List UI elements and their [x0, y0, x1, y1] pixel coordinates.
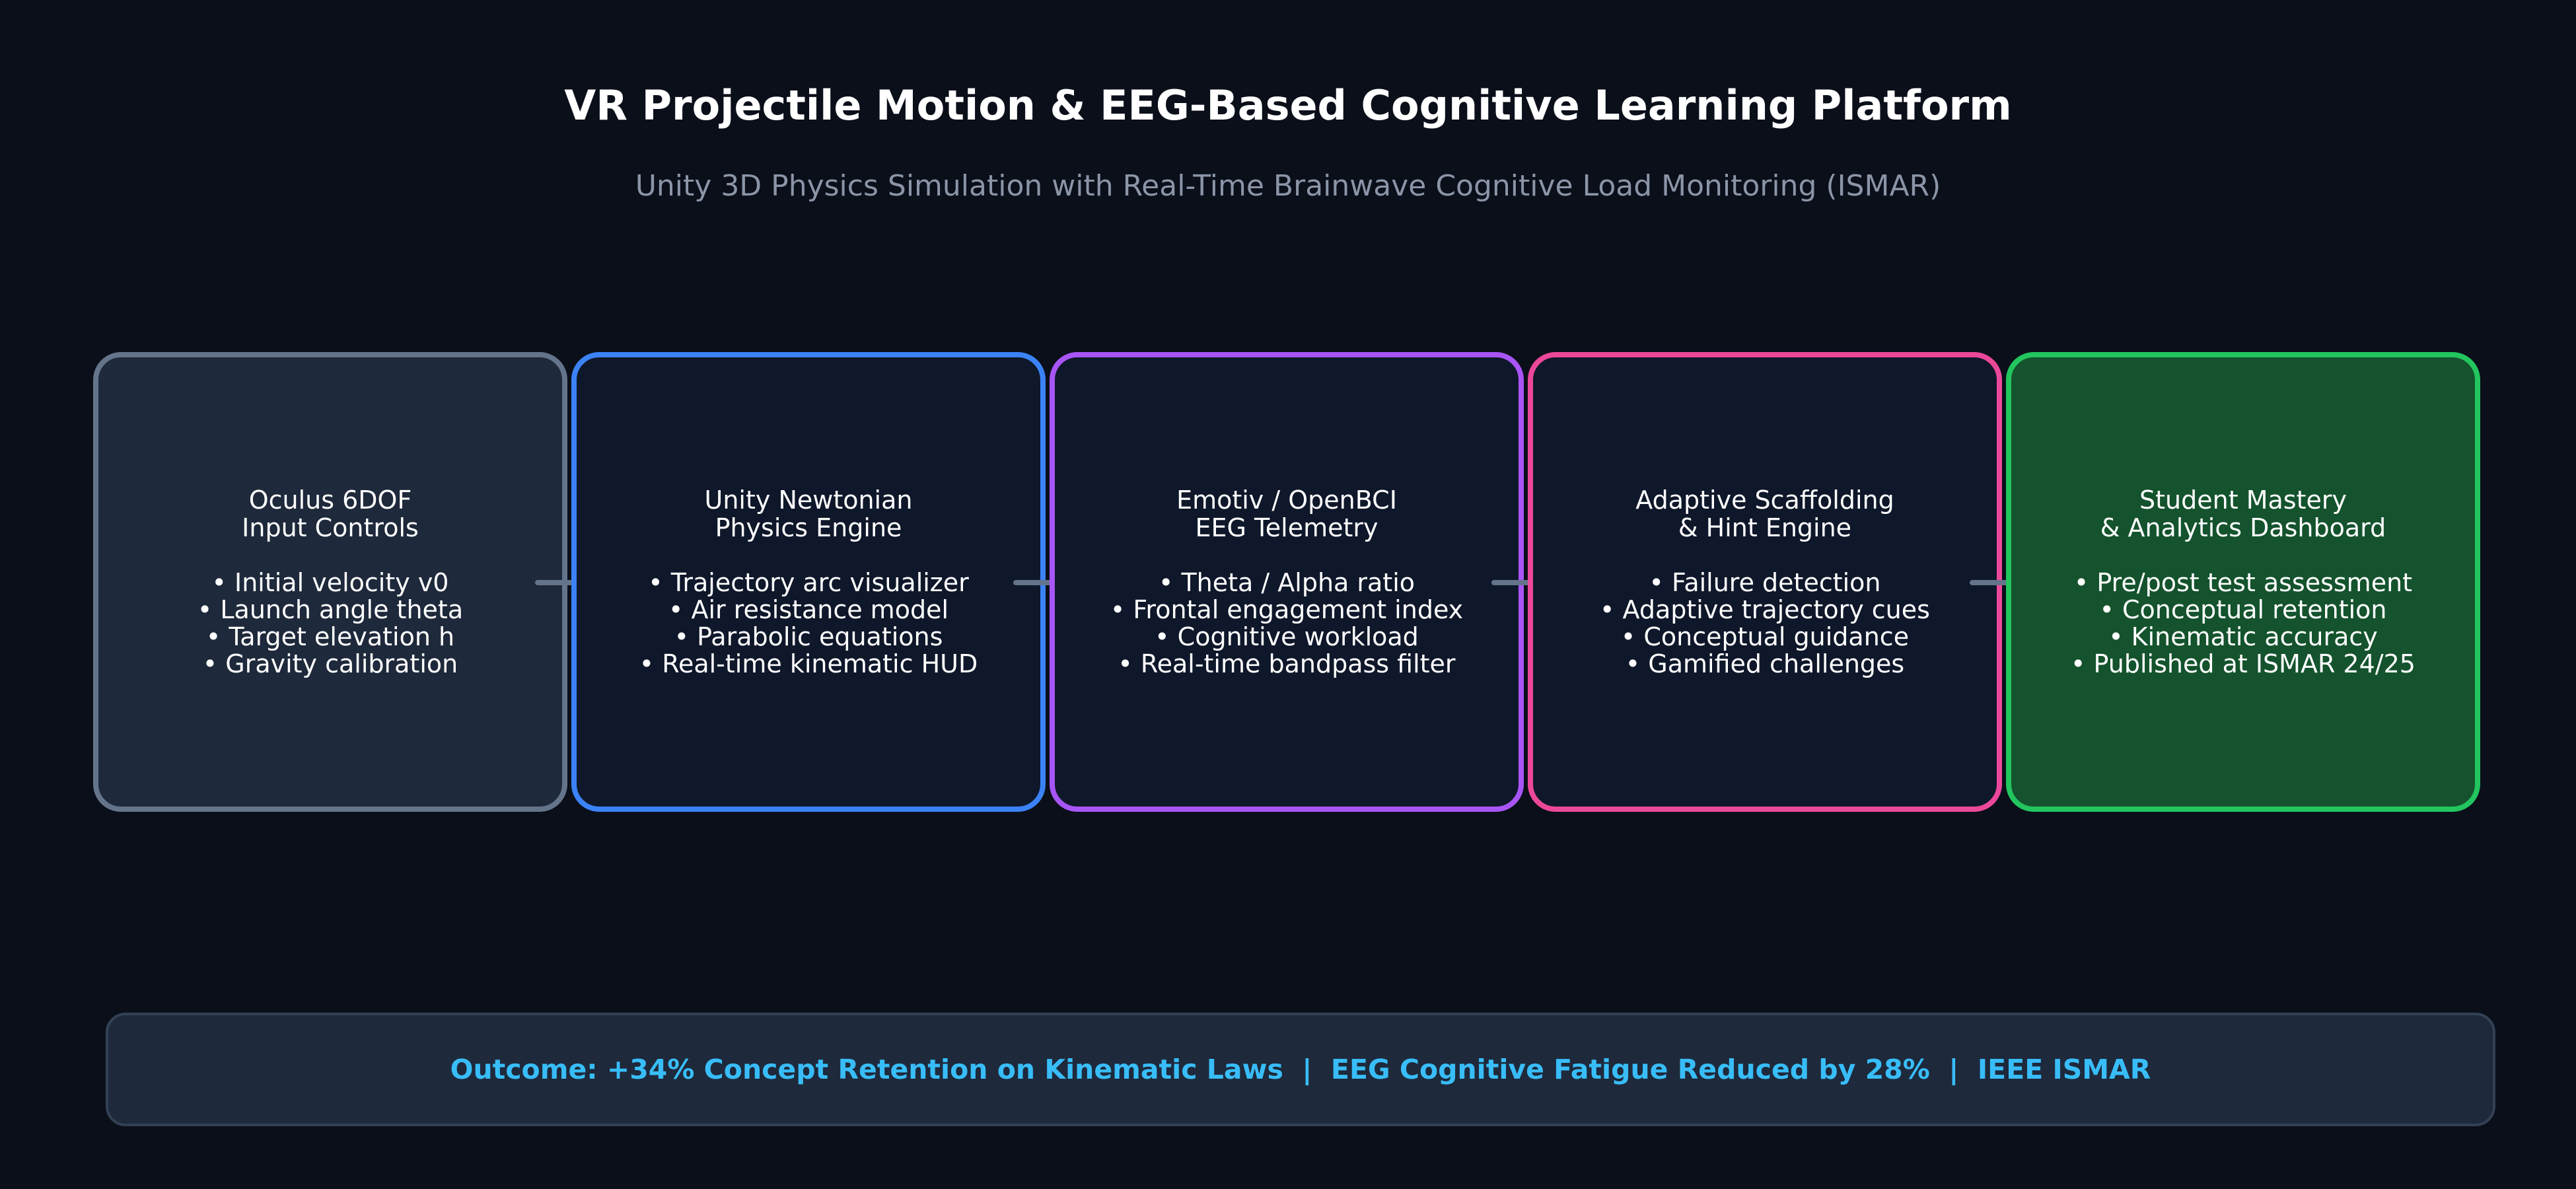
stage-heading-line2: EEG Telemetry	[1195, 513, 1378, 542]
stage-adaptive-scaffolding: Adaptive Scaffolding & Hint Engine • Fai…	[1528, 352, 2002, 812]
page-title: VR Projectile Motion & EEG-Based Cogniti…	[564, 81, 2012, 129]
stage-bullet: • Kinematic accuracy	[2108, 622, 2378, 651]
stage-bullet-list: • Initial velocity v0 • Launch angle the…	[197, 569, 463, 678]
stage-bullet: • Initial velocity v0	[211, 568, 449, 597]
stage-bullet: • Gravity calibration	[202, 649, 458, 678]
stage-bullet: • Launch angle theta	[197, 595, 464, 624]
stage-bullet: • Conceptual retention	[2099, 595, 2387, 624]
stage-bullet-list: • Failure detection • Adaptive trajector…	[1600, 569, 1930, 678]
stage-bullet: • Parabolic equations	[674, 622, 943, 651]
stage-heading-line2: Input Controls	[242, 513, 419, 542]
stage-analytics-dashboard: Student Mastery & Analytics Dashboard • …	[2006, 352, 2480, 812]
stage-bullet: • Cognitive workload	[1155, 622, 1419, 651]
stage-heading-line2: & Hint Engine	[1678, 513, 1852, 542]
stage-bullet: • Frontal engagement index	[1110, 595, 1464, 624]
outcome-text: Outcome: +34% Concept Retention on Kinem…	[450, 1054, 2151, 1085]
stage-bullet: • Adaptive trajectory cues	[1600, 595, 1930, 624]
stage-bullet-list: • Theta / Alpha ratio • Frontal engageme…	[1110, 569, 1463, 678]
stage-bullet: • Theta / Alpha ratio	[1158, 568, 1415, 597]
stage-heading-line1: Adaptive Scaffolding	[1635, 486, 1894, 515]
stage-heading-line1: Oculus 6DOF	[248, 486, 412, 515]
stage-heading-line2: Physics Engine	[715, 513, 902, 542]
stage-bullet: • Real-time kinematic HUD	[639, 649, 978, 678]
stage-bullet: • Failure detection	[1649, 568, 1881, 597]
page-subtitle: Unity 3D Physics Simulation with Real-Ti…	[635, 169, 1941, 203]
stage-heading-line2: & Analytics Dashboard	[2100, 513, 2386, 542]
stage-heading-line1: Student Mastery	[2139, 486, 2347, 515]
stage-heading-line1: Unity Newtonian	[704, 486, 913, 515]
stage-heading-line1: Emotiv / OpenBCI	[1176, 486, 1397, 515]
stage-bullet-list: • Trajectory arc visualizer • Air resist…	[639, 569, 978, 678]
stage-input-controls: Oculus 6DOF Input Controls • Initial vel…	[93, 352, 567, 812]
stage-physics-engine: Unity Newtonian Physics Engine • Traject…	[571, 352, 1046, 812]
stage-bullet: • Pre/post test assessment	[2073, 568, 2413, 597]
stage-bullet-list: • Pre/post test assessment • Conceptual …	[2071, 569, 2415, 678]
stage-bullet: • Trajectory arc visualizer	[648, 568, 969, 597]
stage-bullet: • Conceptual guidance	[1620, 622, 1910, 651]
stage-bullet: • Gamified challenges	[1625, 649, 1905, 678]
stage-eeg-telemetry: Emotiv / OpenBCI EEG Telemetry • Theta /…	[1050, 352, 1524, 812]
outcome-banner: Outcome: +34% Concept Retention on Kinem…	[106, 1013, 2495, 1126]
stage-bullet: • Real-time bandpass filter	[1118, 649, 1456, 678]
stage-bullet: • Published at ISMAR 24/25	[2071, 649, 2415, 678]
stage-bullet: • Air resistance model	[668, 595, 948, 624]
stage-bullet: • Target elevation h	[205, 622, 455, 651]
